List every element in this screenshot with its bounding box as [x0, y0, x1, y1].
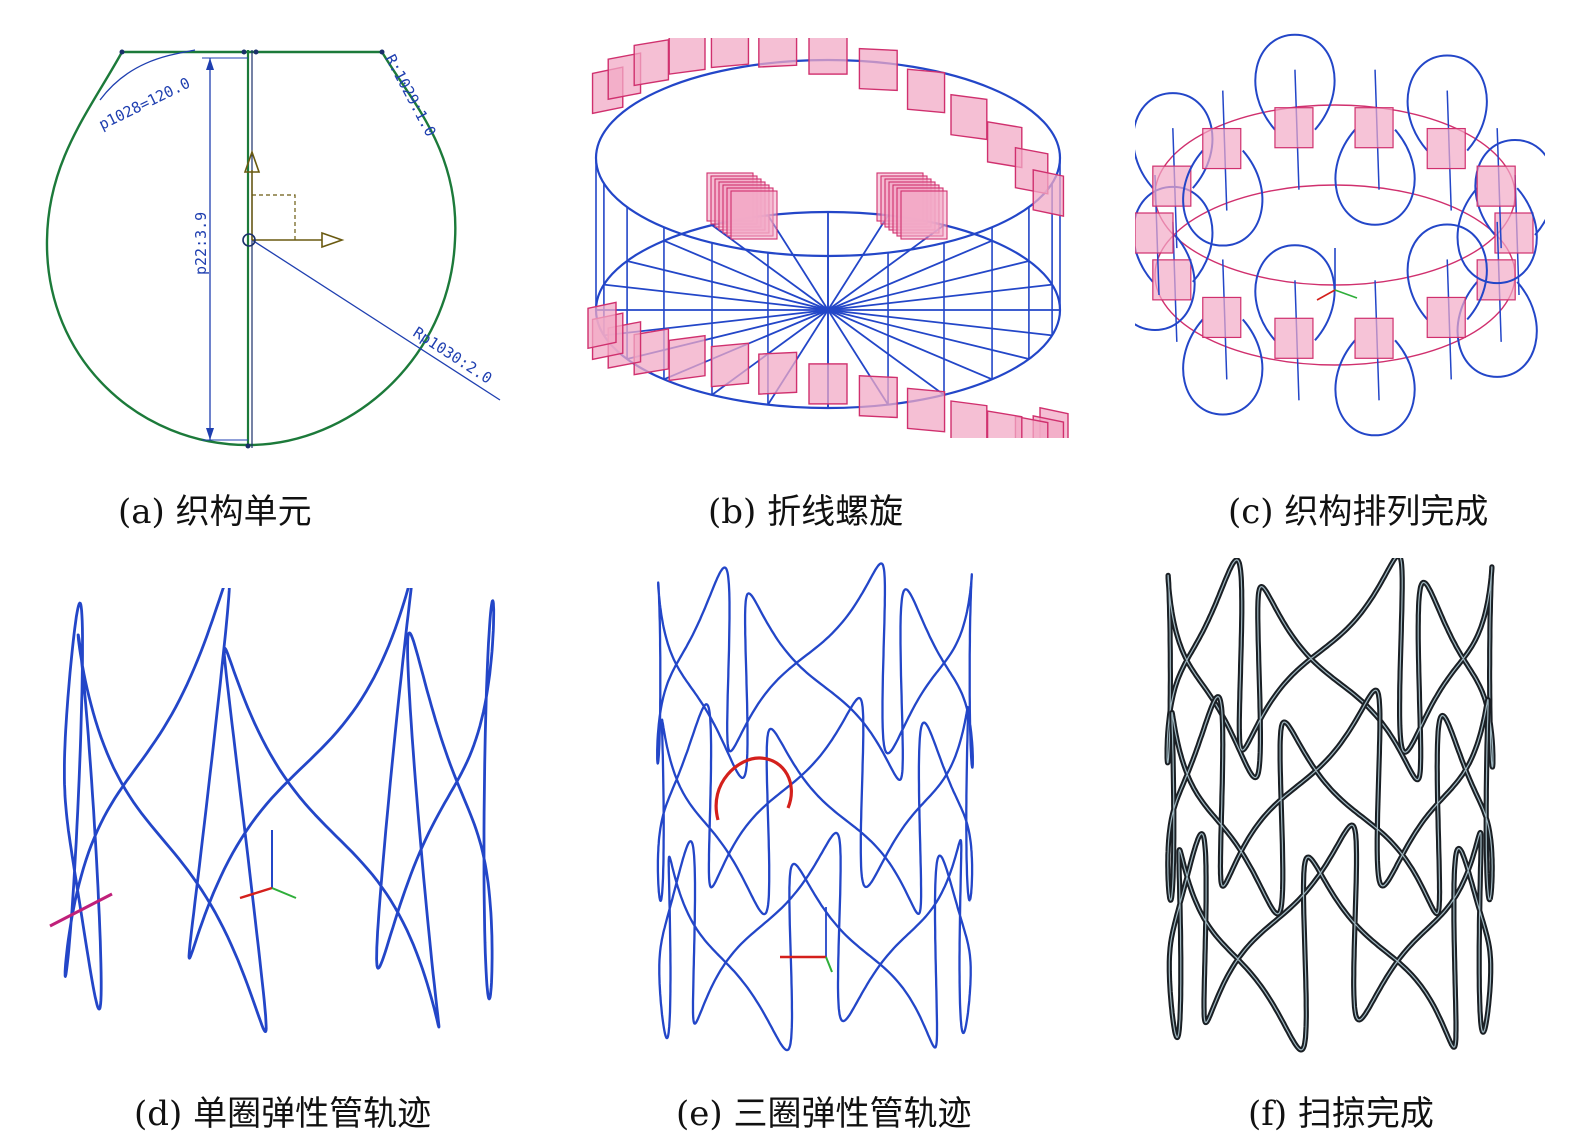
section-plane	[986, 121, 1023, 169]
section-plane	[1354, 317, 1394, 359]
section-plane	[1426, 127, 1466, 170]
radial-spoke	[827, 283, 1053, 311]
sweep-result	[1164, 558, 1496, 1053]
radial-spoke	[827, 260, 1030, 311]
teardrop-loop	[1254, 33, 1336, 131]
radial-spoke	[827, 239, 993, 311]
section-plane	[1202, 127, 1242, 170]
y-axis-arrow-icon	[243, 149, 261, 173]
swept-tube-highlight-3	[1168, 824, 1492, 1051]
section-plane	[1202, 296, 1242, 339]
radial-spoke	[603, 309, 829, 337]
radial-spoke	[827, 309, 1030, 360]
radial-spoke	[603, 283, 829, 311]
height-dimension-label: p22:3.9	[192, 212, 210, 275]
section-plane	[668, 334, 706, 382]
section-plane	[1032, 169, 1065, 217]
panel-e-three-rings	[650, 562, 1000, 1062]
three-ring-trajectory	[656, 562, 974, 1052]
teardrop-loop	[1135, 234, 1196, 332]
section-plane	[633, 38, 670, 87]
radial-spoke	[827, 214, 889, 311]
teardrop-loop	[1334, 129, 1416, 226]
section-plane	[1135, 212, 1174, 254]
section-plane	[1354, 107, 1394, 149]
single-ring-trajectory-curve	[63, 588, 496, 1033]
caption-b: (b) 折线螺旋	[708, 492, 904, 532]
teardrop-loop	[1182, 318, 1264, 416]
section-plane	[1476, 165, 1516, 207]
caption-c: (c) 织构排列完成	[1228, 492, 1489, 532]
x-axis-arrow-icon	[321, 231, 345, 249]
section-plane	[758, 351, 798, 395]
angle-dimension-arc	[99, 49, 196, 101]
section-plane	[1274, 317, 1314, 359]
caption-f: (f) 扫掠完成	[1248, 1094, 1434, 1134]
section-plane	[668, 38, 706, 75]
section-plane	[858, 47, 898, 92]
teardrop-loop	[1182, 149, 1264, 247]
section-plane	[710, 342, 750, 388]
section-plane	[710, 38, 750, 69]
section-plane	[1426, 296, 1466, 339]
ring-trajectory-1	[656, 562, 974, 782]
section-plane	[1274, 107, 1314, 149]
section-plane	[758, 38, 798, 68]
teardrop-loop	[1456, 187, 1538, 285]
caption-d: (d) 单圈弹性管轨迹	[134, 1094, 432, 1134]
y-axis-icon	[825, 956, 833, 973]
panel-f-sweep-complete	[1150, 558, 1520, 1058]
origin-marker-icon	[242, 233, 256, 247]
swept-tube-2	[1165, 687, 1495, 917]
section-plane	[906, 68, 946, 114]
ring-trajectory-3	[658, 831, 972, 1052]
y-axis-icon	[1334, 289, 1358, 299]
section-plane	[587, 301, 617, 350]
section-plane	[950, 400, 988, 438]
polyline-helix-diagram	[587, 38, 1069, 438]
section-plane	[906, 387, 946, 433]
radius2-dimension-line	[251, 239, 501, 401]
radial-spoke	[827, 309, 993, 381]
section-plane	[808, 38, 848, 75]
x-axis-icon	[239, 886, 273, 900]
highlighted-loop-segment	[714, 756, 793, 821]
teardrop-loop	[1474, 138, 1545, 236]
teardrop-loop	[1254, 244, 1336, 341]
radial-spoke	[827, 309, 945, 396]
teardrop-loop	[1334, 339, 1416, 437]
section-plane	[950, 93, 988, 141]
radial-spoke	[663, 239, 829, 311]
swept-tube-highlight-2	[1167, 689, 1493, 915]
single-ring-trajectory	[49, 588, 496, 1033]
radial-spoke	[827, 309, 1053, 337]
caption-a: (a) 织构单元	[118, 492, 312, 532]
texture-unit-sketch: p22:3.9 p1028=120.0 R:1029:1.0 Rp1030:2.…	[45, 49, 501, 449]
radius1-dimension-label: R:1029:1.0	[381, 51, 439, 139]
radial-spoke	[767, 214, 829, 311]
x-axis-icon	[1316, 289, 1336, 301]
section-plane	[858, 374, 898, 419]
swept-tube-1	[1164, 558, 1496, 783]
ring-trajectory-2	[656, 696, 974, 916]
caption-e: (e) 三圈弹性管轨迹	[676, 1094, 972, 1134]
radial-spoke	[626, 260, 829, 311]
inner-section-plane	[900, 190, 948, 240]
angle-dimension-label: p1028=120.0	[96, 74, 193, 134]
inner-section-plane	[730, 190, 778, 240]
section-plane	[986, 410, 1023, 438]
teardrop-loop	[1406, 223, 1488, 321]
swept-tube-highlight-1	[1166, 558, 1494, 781]
start-tangent-marker	[49, 892, 113, 928]
radius2-dimension-label: Rp1030:2.0	[410, 323, 496, 387]
panel-a-texture-unit: p22:3.9 p1028=120.0 R:1029:1.0 Rp1030:2.…	[30, 30, 530, 460]
panel-d-single-ring	[40, 588, 510, 1048]
teardrop-loop	[1406, 54, 1488, 152]
texture-arrangement-diagram	[1135, 33, 1545, 437]
y-axis-icon	[271, 887, 297, 899]
panel-b-polyline-helix	[580, 38, 1080, 438]
section-plane	[808, 363, 848, 405]
panel-c-texture-arranged	[1135, 30, 1545, 450]
